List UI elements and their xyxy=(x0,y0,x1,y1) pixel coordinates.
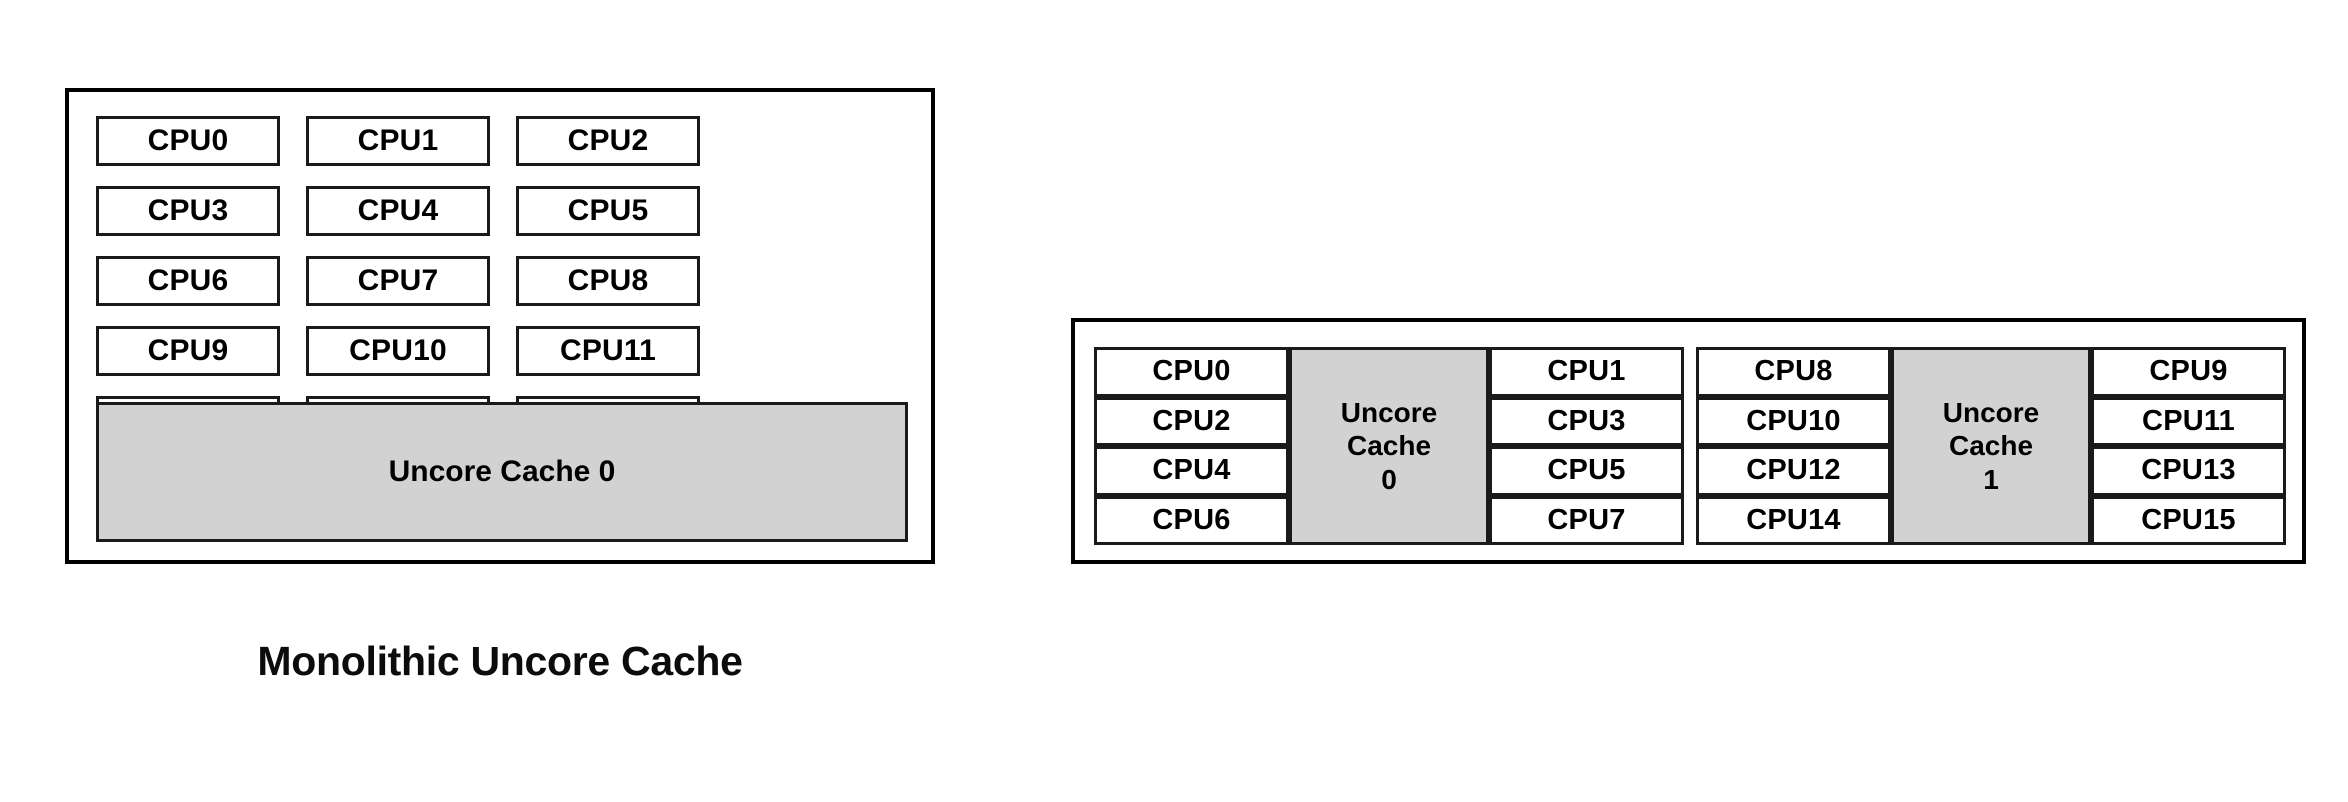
cpu-box: CPU4 xyxy=(1094,446,1289,496)
split-uncore-cache-diagram: CPU0 CPU2 CPU4 CPU6 Uncore Cache 0 CPU1 … xyxy=(1040,0,2348,802)
cpu-box: CPU3 xyxy=(1489,396,1684,446)
cpu-box: CPU9 xyxy=(2091,347,2286,397)
cpu-box: CPU5 xyxy=(516,186,700,236)
monolithic-caption: Monolithic Uncore Cache xyxy=(257,638,743,684)
cpu-box: CPU7 xyxy=(306,256,490,306)
cpu-box: CPU11 xyxy=(2091,396,2286,446)
cpu-column-right: CPU9 CPU11 CPU13 CPU15 xyxy=(2091,347,2286,545)
cpu-box: CPU3 xyxy=(96,186,280,236)
cpu-column-right: CPU1 CPU3 CPU5 CPU7 xyxy=(1489,347,1684,545)
cpu-box: CPU6 xyxy=(96,256,280,306)
cpu-box: CPU0 xyxy=(96,116,280,166)
monolithic-chip-package: CPU0 CPU1 CPU2 CPU3 CPU4 CPU5 CPU6 CPU7 … xyxy=(65,88,935,564)
cpu-box: CPU8 xyxy=(1696,347,1891,397)
uncore-cache-box: Uncore Cache 1 xyxy=(1891,347,2091,545)
cpu-box: CPU7 xyxy=(1489,495,1684,545)
cpu-box: CPU2 xyxy=(1094,396,1289,446)
cpu-box: CPU10 xyxy=(306,326,490,376)
split-chip-package: CPU0 CPU2 CPU4 CPU6 Uncore Cache 0 CPU1 … xyxy=(1071,318,2306,564)
cpu-box: CPU13 xyxy=(2091,446,2286,496)
cpu-column-left: CPU0 CPU2 CPU4 CPU6 xyxy=(1094,347,1289,545)
cpu-box: CPU10 xyxy=(1696,396,1891,446)
cpu-box: CPU8 xyxy=(516,256,700,306)
cpu-box: CPU1 xyxy=(306,116,490,166)
cpu-box: CPU15 xyxy=(2091,495,2286,545)
uncore-cache-box: Uncore Cache 0 xyxy=(1289,347,1489,545)
cpu-box: CPU12 xyxy=(1696,446,1891,496)
cpu-box: CPU1 xyxy=(1489,347,1684,397)
cpu-box: CPU6 xyxy=(1094,495,1289,545)
cpu-box: CPU0 xyxy=(1094,347,1289,397)
cpu-box: CPU14 xyxy=(1696,495,1891,545)
cpu-box: CPU9 xyxy=(96,326,280,376)
split-cluster-0: CPU0 CPU2 CPU4 CPU6 Uncore Cache 0 CPU1 … xyxy=(1094,347,1684,545)
split-cluster-1: CPU8 CPU10 CPU12 CPU14 Uncore Cache 1 CP… xyxy=(1696,347,2286,545)
cpu-column-left: CPU8 CPU10 CPU12 CPU14 xyxy=(1696,347,1891,545)
uncore-cache-box: Uncore Cache 0 xyxy=(96,402,908,542)
cpu-box: CPU2 xyxy=(516,116,700,166)
monolithic-uncore-cache-diagram: CPU0 CPU1 CPU2 CPU3 CPU4 CPU5 CPU6 CPU7 … xyxy=(0,0,1040,802)
cpu-box: CPU11 xyxy=(516,326,700,376)
cpu-box: CPU4 xyxy=(306,186,490,236)
cpu-box: CPU5 xyxy=(1489,446,1684,496)
split-caption: Split Uncore Cache xyxy=(2111,638,2348,685)
